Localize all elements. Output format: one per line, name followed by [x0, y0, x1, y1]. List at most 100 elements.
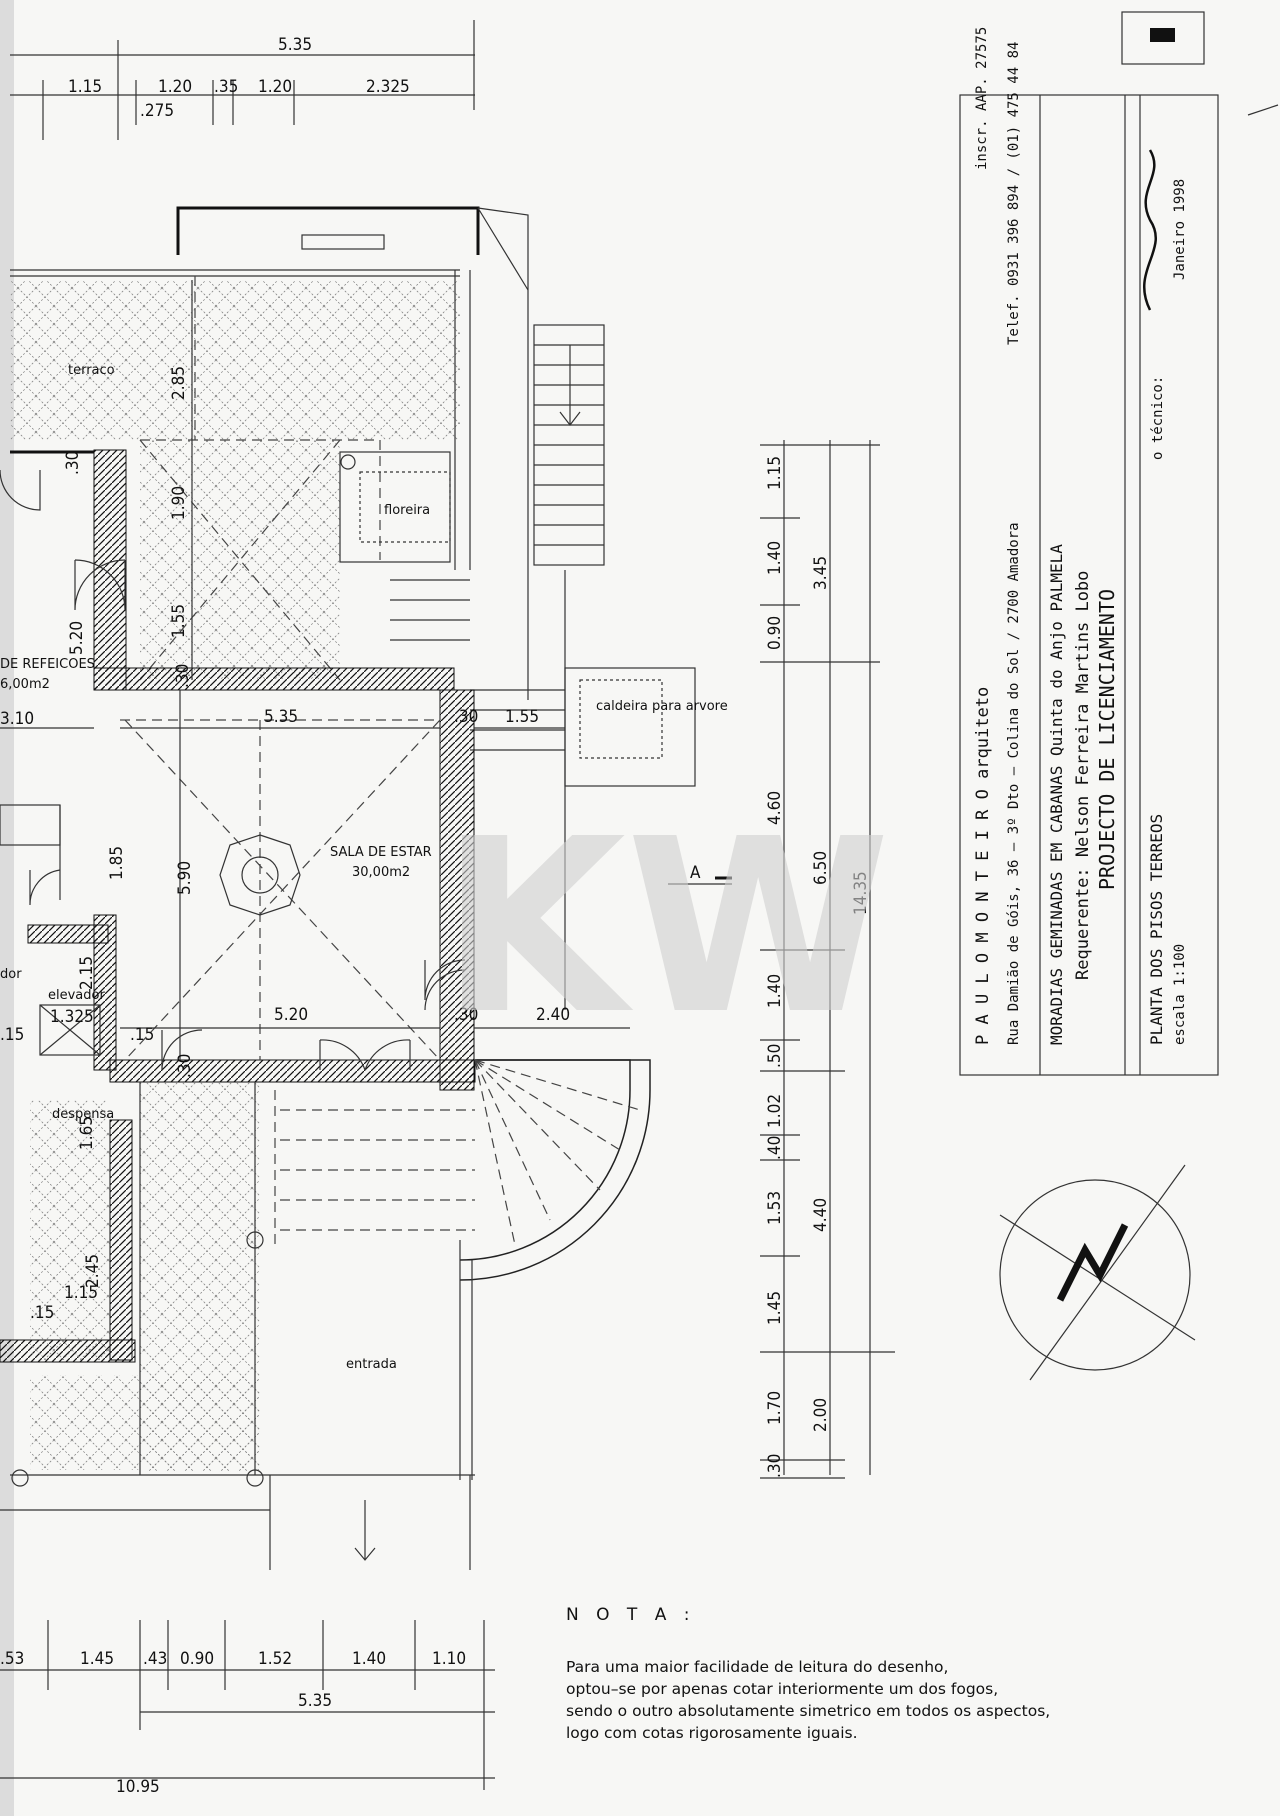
dim-r-3: 0.90: [765, 616, 785, 650]
dim-r-6: .50: [765, 1044, 785, 1068]
terrace-area: terraco: [10, 206, 529, 700]
dim-top-2: 1.20: [158, 77, 192, 97]
dim-int-14: .15: [0, 1025, 24, 1045]
stamp-box: [1121, 11, 1279, 116]
dim-int-11: 2.40: [536, 1005, 570, 1025]
dim-rb-1: 3.45: [811, 556, 831, 590]
entrance: entrada: [0, 1082, 475, 1570]
dim-top-4: 1.20: [258, 77, 292, 97]
dim-right-total: 14.35: [851, 871, 871, 915]
dim-r-8: .40: [765, 1136, 785, 1160]
label-living-room-area: 30,00m2: [352, 865, 410, 880]
dim-rb-3: 4.40: [811, 1198, 831, 1232]
dim-r-7: 1.02: [765, 1094, 785, 1128]
dim-b-7: 1.10: [432, 1649, 466, 1669]
dim-int-17: 1.65: [77, 1116, 97, 1150]
dim-int-22: .30: [454, 707, 478, 727]
title-project: MORADIAS GEMINADAS EM CABANAS Quinta do …: [1047, 544, 1066, 1045]
dim-int-9: 1.85: [107, 846, 127, 880]
dim-r-2: 1.40: [765, 541, 785, 575]
dim-int-23: .30: [454, 1005, 478, 1025]
dim-r-9: 1.53: [765, 1191, 785, 1225]
right-dimensions: 1.15 1.40 0.90 4.60 1.40 .50 1.02 .40 1.…: [760, 440, 895, 1479]
note-line: optou–se por apenas cotar interiormente …: [566, 1680, 999, 1698]
label-dining: DE REFEICOES: [0, 657, 95, 672]
doors: [0, 469, 466, 1071]
dim-top-total: 5.35: [278, 35, 312, 55]
dim-int-10: 5.20: [274, 1005, 308, 1025]
dim-int-21: .30: [173, 664, 193, 688]
label-living-room: SALA DE ESTAR: [330, 845, 432, 860]
dim-rb-2: 6.50: [811, 851, 831, 885]
dim-int-8: 5.90: [175, 861, 195, 895]
dim-int-24: .30: [175, 1054, 195, 1078]
dim-int-5: 5.35: [264, 707, 298, 727]
section-marker: A: [668, 863, 732, 885]
dim-int-18: 1.15: [64, 1283, 98, 1303]
label-corridor: dor: [0, 967, 22, 982]
dim-b-6: 1.40: [352, 1649, 386, 1669]
note-heading: N O T A :: [566, 1605, 696, 1625]
title-block: P A U L O M O N T E I R O arquiteto insc…: [959, 27, 1219, 1076]
title-date: Janeiro 1998: [1172, 179, 1188, 280]
planter: floreira: [339, 451, 451, 563]
dim-b-3: .43: [143, 1649, 167, 1669]
title-client: Requerente: Nelson Ferreira Martins Lobo: [1073, 571, 1093, 980]
label-planter: floreira: [384, 503, 430, 518]
dim-b-4: 0.90: [180, 1649, 214, 1669]
dim-r-5: 1.40: [765, 974, 785, 1008]
dim-top-6: .275: [140, 101, 174, 121]
dim-int-4: 5.20: [67, 621, 87, 655]
dim-r-11: 1.70: [765, 1391, 785, 1425]
title-scale: escala 1:100: [1172, 944, 1188, 1045]
dim-int-3: 1.55: [169, 604, 189, 638]
title-tech: o técnico:: [1150, 376, 1166, 460]
label-elevator: elevador: [48, 988, 105, 1003]
note-line: sendo o outro absolutamente simetrico em…: [566, 1702, 1051, 1720]
title-registration: inscr. AAP. 27575: [974, 27, 990, 170]
dim-b-5: 1.52: [258, 1649, 292, 1669]
top-dimensions: 5.35 1.15 1.20 .35 1.20 2.325 .275: [10, 20, 475, 140]
north-arrow-icon: [999, 1164, 1196, 1381]
living-room: SALA DE ESTAR 30,00m2 DE REFEICOES 6,00m…: [0, 657, 441, 1061]
dim-r-1: 1.15: [765, 456, 785, 490]
dim-int-19: .15: [30, 1303, 54, 1323]
stairs-upper: [390, 324, 605, 1010]
dim-b-8: 5.35: [298, 1691, 332, 1711]
label-terrace: terraco: [68, 363, 115, 378]
label-tree-pit: caldeira para arvore: [596, 699, 728, 714]
dim-int-20: .30: [63, 451, 83, 475]
dim-top-1: 1.15: [68, 77, 102, 97]
title-phone: Telef. 0931 396 894 / (01) 475 44 84: [1006, 42, 1022, 345]
watermark: KW: [440, 787, 891, 1067]
note-line: Para uma maior facilidade de leitura do …: [566, 1658, 949, 1676]
title-architect: P A U L O M O N T E I R O arquiteto: [973, 687, 993, 1045]
title-sheet: PLANTA DOS PISOS TERREOS: [1147, 814, 1166, 1045]
spiral-staircase: [274, 1059, 651, 1480]
dim-top-3: .35: [214, 77, 238, 97]
dim-int-15: .15: [130, 1025, 154, 1045]
dim-int-2: 1.90: [169, 486, 189, 520]
dim-int-6: 1.55: [505, 707, 539, 727]
dim-r-10: 1.45: [765, 1291, 785, 1325]
tree-pit: caldeira para arvore: [564, 667, 728, 787]
dim-int-13: 1.325: [50, 1007, 94, 1027]
note-line: logo com cotas rigorosamente iguais.: [566, 1724, 858, 1742]
dim-r-12: .30: [765, 1454, 785, 1478]
signature: [1143, 149, 1157, 311]
title-stage: PROJECTO DE LICENCIAMENTO: [1095, 589, 1119, 890]
label-pantry: despensa: [52, 1107, 114, 1122]
note-block: N O T A : Para uma maior facilidade de l…: [566, 1604, 1186, 1744]
interior-dimensions: 2.85 1.90 1.55 5.20 5.35 1.55 3.10 5.90 …: [0, 280, 630, 1323]
dim-top-5: 2.325: [366, 77, 410, 97]
dim-int-16: 2.45: [83, 1254, 103, 1288]
label-dining-area: 6,00m2: [0, 677, 50, 692]
title-address: Rua Damião de Góis, 36 – 3º Dto – Colina…: [1006, 522, 1022, 1045]
dim-int-12: 2.15: [77, 956, 97, 990]
bottom-dimensions: .53 1.45 .43 0.90 1.52 1.40 1.10 5.35 10…: [0, 1620, 495, 1797]
dim-b-1: .53: [0, 1649, 24, 1669]
dim-r-4: 4.60: [765, 791, 785, 825]
page-edge: [0, 0, 14, 1816]
